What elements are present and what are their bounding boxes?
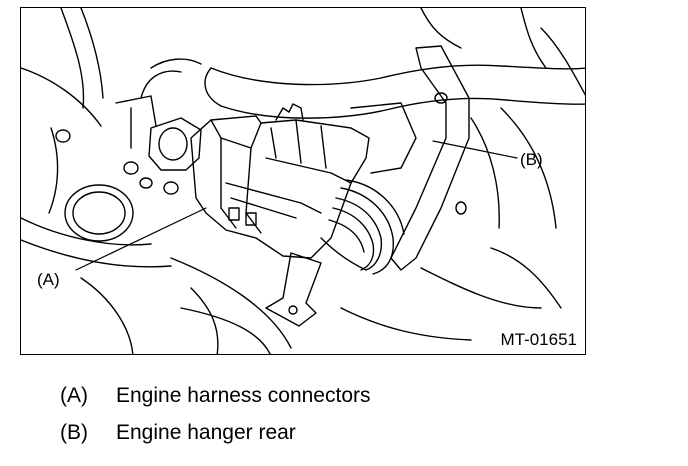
legend-key: (A) [60, 384, 88, 407]
legend-text: Engine hanger rear [116, 421, 296, 444]
legend-key: (B) [60, 421, 88, 444]
harness-connector [190, 103, 370, 259]
legend: (A) Engine harness connectors (B) Engine… [60, 385, 371, 459]
engine-block-lines [21, 8, 585, 354]
legend-text: Engine harness connectors [116, 384, 371, 407]
hose [204, 64, 585, 119]
mating-plug [115, 95, 202, 171]
callout-b-label: (B) [520, 150, 543, 169]
bolt-heads [55, 92, 467, 215]
legend-row: (A) Engine harness connectors [60, 385, 371, 406]
callout-a-label: (A) [37, 270, 60, 289]
engine-port [64, 184, 134, 242]
engine-hanger-bracket [265, 45, 470, 327]
figure-illustration: (A) (B) MT-01651 [20, 7, 586, 355]
figure-id: MT-01651 [500, 330, 577, 349]
leader-lines [75, 140, 518, 271]
harness-wires [320, 179, 405, 275]
engine-line-drawing [21, 8, 585, 354]
legend-row: (B) Engine hanger rear [60, 422, 371, 443]
